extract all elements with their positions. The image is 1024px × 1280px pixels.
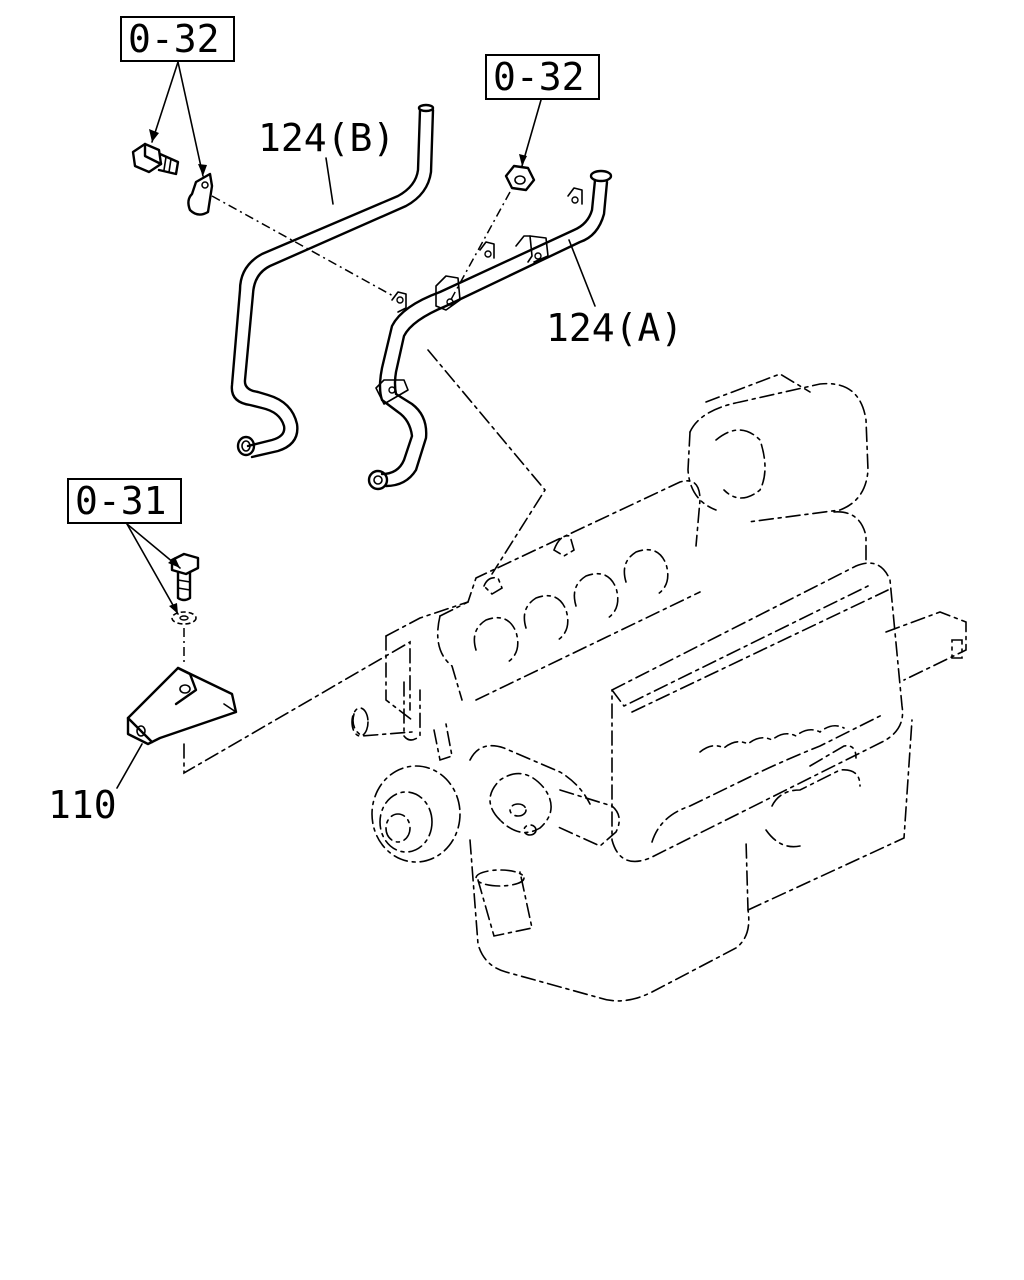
phantom-line-pipe-a xyxy=(427,349,546,575)
pipe-124a[interactable] xyxy=(367,169,613,491)
engine-block-outline xyxy=(351,373,967,1002)
bracket-110-label: 110 xyxy=(48,783,117,827)
washer-icon xyxy=(171,611,197,625)
pipe-124a-label: 124(A) xyxy=(546,306,683,350)
pipe-124b-leader xyxy=(325,157,334,205)
ref-label: 0-31 xyxy=(75,479,167,523)
nut-icon xyxy=(504,164,536,192)
pipe-124a-leader xyxy=(568,239,596,307)
ref-box-0-32-right[interactable]: 0-32 xyxy=(485,54,600,100)
ref-label: 0-32 xyxy=(128,17,220,61)
ref-box-0-31[interactable]: 0-31 xyxy=(67,478,182,524)
pipe-124b[interactable] xyxy=(230,103,435,459)
bolt-icon xyxy=(131,142,180,176)
bracket-110[interactable] xyxy=(126,666,238,746)
leader-lines-0-32-left xyxy=(149,61,207,177)
clip-icon xyxy=(187,172,214,216)
phantom-line-bracket xyxy=(183,640,411,775)
bolt-icon xyxy=(170,552,200,602)
pipe-124b-label: 124(B) xyxy=(258,116,395,160)
leader-line-0-32-right xyxy=(519,99,542,167)
ref-label: 0-32 xyxy=(493,55,585,99)
bracket-110-leader xyxy=(116,743,143,789)
ref-box-0-32-left[interactable]: 0-32 xyxy=(120,16,235,62)
